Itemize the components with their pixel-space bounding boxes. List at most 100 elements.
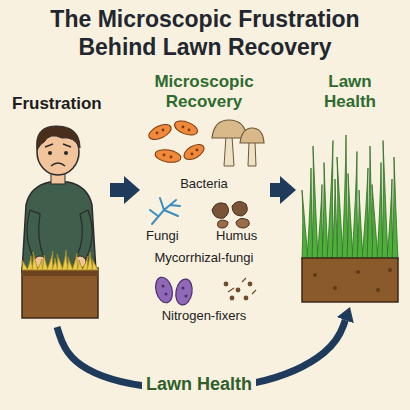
grass-blade bbox=[47, 251, 53, 270]
fungi-hyphae bbox=[150, 198, 180, 224]
healthy-lawn bbox=[376, 288, 380, 292]
grass-blade bbox=[77, 260, 83, 270]
grass-blade bbox=[72, 253, 78, 270]
grass-blade bbox=[362, 168, 368, 260]
grass-blade bbox=[42, 255, 48, 270]
column-heading: Frustration bbox=[12, 94, 102, 114]
organism-label: Bacteria bbox=[142, 176, 266, 192]
nitrogen-fixers bbox=[162, 285, 188, 298]
humus bbox=[232, 201, 247, 216]
frustrated-man bbox=[51, 163, 65, 166]
grass-blade bbox=[322, 163, 328, 261]
grass-blade bbox=[92, 259, 98, 270]
nitrogen-fixers bbox=[248, 282, 252, 286]
bacteria bbox=[196, 149, 199, 152]
bacteria bbox=[170, 156, 173, 159]
bacteria bbox=[173, 118, 200, 137]
yellow-grass bbox=[22, 250, 98, 270]
humus bbox=[212, 203, 229, 218]
block-arrow bbox=[110, 183, 124, 197]
frustrated-man bbox=[22, 182, 96, 272]
frustrated-man bbox=[37, 126, 80, 150]
bacteria bbox=[181, 141, 206, 162]
nitrogen-fixers bbox=[236, 288, 240, 292]
grass-blade bbox=[67, 257, 73, 270]
organism-label: Fungi bbox=[146, 228, 179, 244]
grass-blade bbox=[22, 260, 28, 270]
frustrated-man bbox=[22, 126, 96, 272]
humus bbox=[236, 218, 249, 228]
edge-label: Lawn Health bbox=[142, 374, 256, 395]
bacteria bbox=[191, 153, 194, 156]
frustrated-man bbox=[48, 151, 52, 155]
dry-lawn-soil bbox=[22, 250, 98, 318]
nitrogen-fixers bbox=[182, 287, 185, 290]
grass-blade bbox=[32, 252, 38, 270]
bacteria bbox=[156, 126, 199, 159]
healthy-lawn bbox=[302, 258, 398, 302]
grass-blade bbox=[312, 146, 318, 260]
grass-blade bbox=[337, 157, 343, 260]
grass-blade bbox=[352, 152, 358, 261]
healthy-lawn bbox=[356, 270, 360, 274]
green-grass bbox=[302, 135, 398, 260]
organism-label: Mycorrhizal-fungi bbox=[142, 250, 266, 266]
grass-blade bbox=[302, 190, 308, 260]
grass-blade bbox=[57, 254, 63, 270]
organism-label: Humus bbox=[216, 228, 257, 244]
organism-label: Nitrogen-fixers bbox=[142, 308, 266, 324]
nitrogen-fixers bbox=[224, 282, 228, 286]
nitrogen-fixers bbox=[174, 278, 194, 306]
grass-blade bbox=[357, 190, 363, 260]
column-group: Lawn Health bbox=[298, 72, 402, 305]
nitrogen-fixers bbox=[153, 275, 175, 304]
column-group: Microscopic RecoveryBacteriaFungi HumusMy… bbox=[142, 72, 268, 330]
bacteria bbox=[162, 129, 165, 132]
grass-blade bbox=[347, 174, 353, 261]
nitrogen-fixers bbox=[244, 296, 248, 300]
column-heading: Lawn Health bbox=[310, 72, 390, 113]
humus bbox=[212, 201, 249, 228]
bacteria bbox=[156, 132, 159, 135]
frustrated-man bbox=[45, 144, 71, 147]
nitrogen-fixers bbox=[185, 295, 188, 298]
healthy-lawn bbox=[313, 268, 392, 292]
nitrogen-fixers bbox=[230, 296, 234, 300]
bacteria bbox=[182, 126, 185, 129]
fungi-hyphae bbox=[150, 198, 180, 224]
grass-blade bbox=[82, 256, 88, 270]
grass-blade bbox=[372, 185, 378, 261]
mushrooms bbox=[212, 120, 264, 166]
healthy-lawn bbox=[388, 268, 392, 272]
bacteria bbox=[147, 121, 174, 142]
diagram-title: The Microscopic Frustration Behind Lawn … bbox=[35, 6, 375, 61]
nitrogen-fixers bbox=[153, 275, 256, 306]
grass-blade bbox=[342, 135, 348, 260]
column-group: Frustration bbox=[6, 88, 108, 325]
bacteria bbox=[154, 148, 182, 164]
mushrooms bbox=[224, 136, 234, 166]
nitrogen-fixers bbox=[165, 293, 168, 296]
healthy-lawn bbox=[313, 273, 317, 277]
nitrogen-fixers bbox=[228, 278, 256, 294]
grass-blade bbox=[327, 141, 333, 261]
grass-blade bbox=[382, 141, 388, 261]
frustrated-man bbox=[27, 210, 44, 262]
bacteria bbox=[147, 118, 207, 164]
frustrated-man bbox=[64, 151, 68, 155]
healthy-lawn bbox=[333, 286, 337, 290]
column-heading: Microscopic Recovery bbox=[148, 72, 260, 113]
bacteria bbox=[188, 129, 191, 132]
humus bbox=[218, 220, 229, 228]
block-arrow bbox=[270, 183, 280, 197]
grass-blade bbox=[62, 250, 68, 270]
nitrogen-fixers bbox=[162, 285, 165, 288]
mushrooms bbox=[240, 128, 264, 143]
mushrooms bbox=[248, 142, 256, 166]
bacteria bbox=[163, 154, 166, 157]
dry-lawn-soil bbox=[22, 268, 98, 318]
healthy-lawn bbox=[302, 135, 398, 302]
